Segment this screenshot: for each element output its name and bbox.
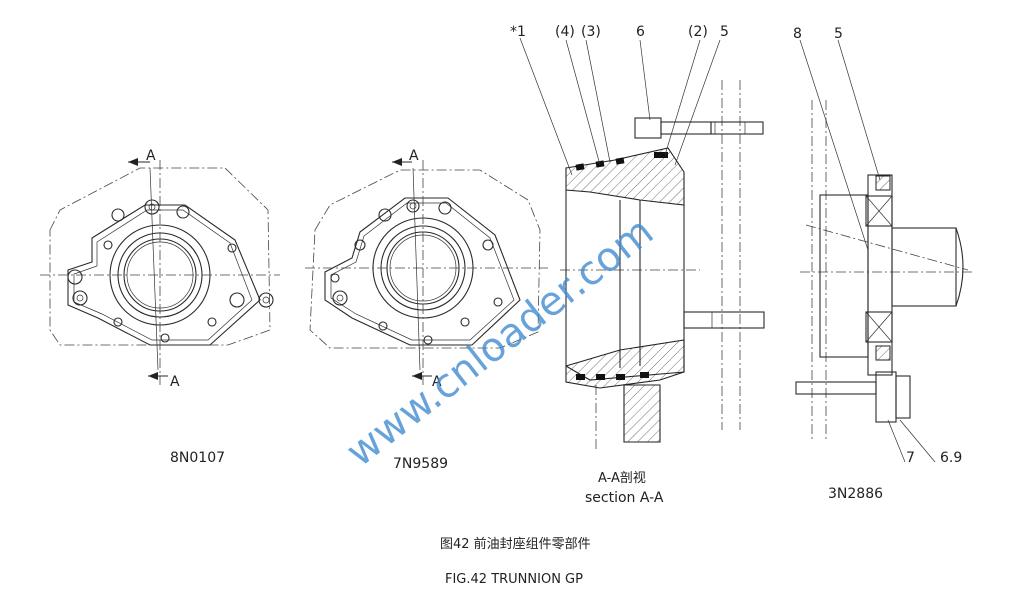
callout-2: (2) <box>688 24 708 40</box>
callout-1: *1 <box>510 24 526 40</box>
caption-cn: 图42 前油封座组件零部件 <box>440 536 591 552</box>
section-title-cn: A-A剖视 <box>598 471 646 486</box>
caption-en: FIG.42 TRUNNION GP <box>445 572 583 587</box>
section-mark-a-bottom-2: A <box>432 374 442 390</box>
callout-5: 5 <box>720 24 729 40</box>
section-mark-a-bottom: A <box>170 374 180 390</box>
callout-6: 6 <box>636 24 645 40</box>
callout-5b: 5 <box>834 26 843 42</box>
view-3n2886: 8 5 7 6.9 3N2886 <box>793 26 975 502</box>
view-section-a-a: *1 (4) (3) 6 (2) 5 A-A剖视 section A-A <box>510 24 765 506</box>
section-mark-a-top: A <box>146 148 156 164</box>
view-8n0107: A A 8N0107 <box>40 148 280 466</box>
callout-3: (3) <box>581 24 601 40</box>
callout-8: 8 <box>793 26 802 42</box>
callout-6-9: 6.9 <box>940 450 962 466</box>
part-number-7n9589: 7N9589 <box>393 456 448 472</box>
part-number-8n0107: 8N0107 <box>170 450 225 466</box>
callout-4: (4) <box>555 24 575 40</box>
section-mark-a-top-2: A <box>409 148 419 164</box>
callout-7: 7 <box>906 450 915 466</box>
section-title-en: section A-A <box>585 490 664 506</box>
view-7n9589: A A 7N9589 <box>305 148 548 472</box>
part-number-3n2886: 3N2886 <box>828 486 883 502</box>
